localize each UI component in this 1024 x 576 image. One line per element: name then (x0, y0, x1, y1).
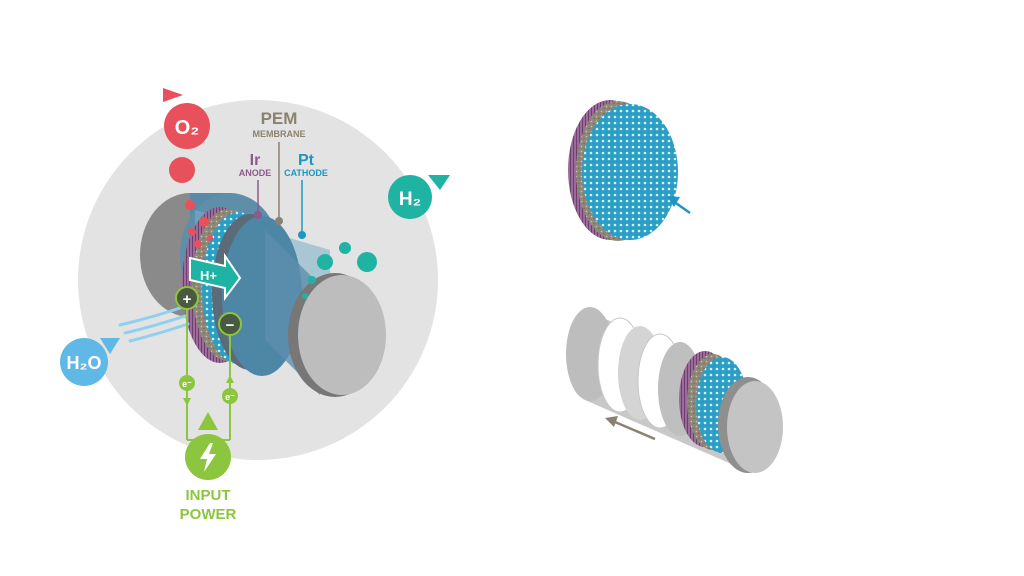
oxygen-bubbles (169, 157, 213, 248)
hplus-label: H+ (200, 268, 217, 283)
plus-label: + (183, 291, 192, 308)
anode-label: ANODE (239, 168, 272, 178)
single-membrane-disc (568, 100, 691, 241)
membrane-label: MEMBRANE (253, 129, 306, 139)
arrow-up-icon (163, 88, 183, 102)
stack-cylinder (566, 307, 783, 473)
input-label-line2: POWER (180, 506, 237, 523)
minus-terminal (218, 312, 242, 336)
proton-arrow: H+ (189, 252, 242, 301)
cathode-callout: Pt CATHODE (284, 152, 328, 239)
h2-label: H₂ (399, 189, 421, 210)
arrow-left-icon (614, 420, 656, 441)
power-circuit: + − e⁻ e⁻ (175, 286, 242, 480)
hydrogen-bubbles (302, 242, 377, 299)
pem-label: PEM (261, 109, 298, 128)
hydrogen-badge: H₂ (388, 175, 450, 219)
ir-label: Ir (250, 152, 261, 169)
pem-callout: PEM MEMBRANE (253, 109, 306, 225)
cathode-label: CATHODE (284, 168, 328, 178)
plus-terminal (175, 286, 199, 310)
input-label-line1: INPUT (186, 487, 231, 504)
anode-callout: Ir ANODE (239, 152, 272, 219)
oxygen-badge: O₂ (163, 88, 210, 149)
right-endplate (265, 230, 386, 397)
lightning-bolt-icon (200, 443, 216, 472)
water-streams (118, 306, 190, 343)
o2-label: O₂ (175, 117, 199, 139)
electron-right-label: e⁻ (225, 392, 235, 402)
pt-label: Pt (298, 152, 315, 169)
arrow-up-icon (198, 412, 218, 430)
h2o-label: H₂O (67, 353, 102, 373)
minus-label: − (226, 317, 235, 334)
water-badge: H₂O (60, 338, 120, 386)
electron-left-label: e⁻ (182, 379, 192, 389)
